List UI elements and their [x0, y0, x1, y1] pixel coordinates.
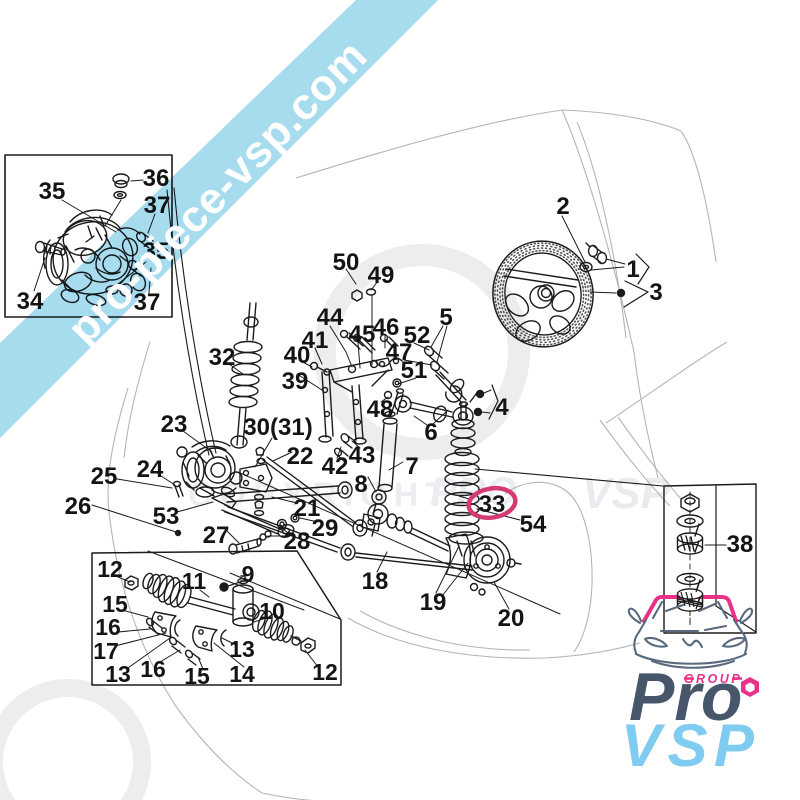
svg-text:1: 1 [626, 256, 639, 283]
svg-text:47: 47 [386, 339, 413, 366]
svg-text:13: 13 [229, 636, 255, 662]
svg-text:35: 35 [39, 178, 66, 205]
svg-text:12: 12 [312, 659, 338, 685]
svg-text:49: 49 [368, 262, 395, 289]
svg-text:5: 5 [439, 304, 452, 331]
svg-text:10: 10 [259, 598, 285, 624]
svg-text:26: 26 [65, 493, 92, 520]
svg-text:48: 48 [367, 396, 394, 423]
svg-text:25: 25 [91, 463, 118, 490]
svg-text:52: 52 [404, 322, 431, 349]
svg-text:GROUP: GROUP [684, 672, 742, 686]
svg-text:13: 13 [105, 661, 131, 687]
svg-text:44: 44 [317, 304, 344, 331]
svg-text:6: 6 [424, 419, 437, 446]
svg-text:29: 29 [312, 515, 339, 542]
svg-text:43: 43 [349, 442, 376, 469]
svg-text:45: 45 [349, 321, 376, 348]
svg-text:14: 14 [229, 661, 255, 687]
svg-text:24: 24 [137, 456, 164, 483]
svg-text:54: 54 [520, 511, 547, 538]
svg-text:22: 22 [287, 443, 314, 470]
svg-text:28: 28 [284, 528, 311, 555]
svg-text:11: 11 [182, 568, 207, 594]
svg-text:15: 15 [102, 591, 128, 617]
svg-text:15: 15 [184, 663, 210, 689]
svg-text:Pro: Pro [629, 659, 742, 735]
svg-text:50: 50 [333, 249, 360, 276]
svg-text:42: 42 [322, 453, 349, 480]
svg-text:PRO: PRO [430, 470, 517, 514]
svg-text:VSP: VSP [582, 469, 671, 518]
svg-text:40: 40 [284, 342, 311, 369]
svg-text:53: 53 [153, 503, 180, 530]
svg-text:21: 21 [294, 495, 321, 522]
svg-text:2: 2 [556, 193, 569, 220]
svg-text:30(31): 30(31) [243, 414, 312, 441]
svg-text:19: 19 [420, 589, 447, 616]
svg-text:4: 4 [495, 394, 509, 421]
svg-text:16: 16 [95, 614, 121, 640]
svg-text:32: 32 [209, 344, 236, 371]
svg-text:46: 46 [373, 314, 400, 341]
svg-text:17: 17 [93, 638, 119, 664]
svg-text:8: 8 [354, 471, 367, 498]
svg-text:9: 9 [242, 561, 255, 587]
svg-text:38: 38 [727, 531, 754, 558]
svg-text:VSP: VSP [621, 712, 761, 779]
svg-text:23: 23 [161, 411, 188, 438]
svg-text:27: 27 [203, 522, 230, 549]
svg-text:16: 16 [140, 656, 166, 682]
svg-text:3: 3 [649, 279, 662, 306]
svg-text:7: 7 [405, 453, 418, 480]
svg-text:41: 41 [302, 327, 329, 354]
svg-text:18: 18 [362, 568, 389, 595]
svg-text:12: 12 [97, 556, 123, 582]
svg-text:51: 51 [401, 357, 428, 384]
svg-text:20: 20 [498, 605, 525, 632]
svg-text:39: 39 [282, 368, 309, 395]
